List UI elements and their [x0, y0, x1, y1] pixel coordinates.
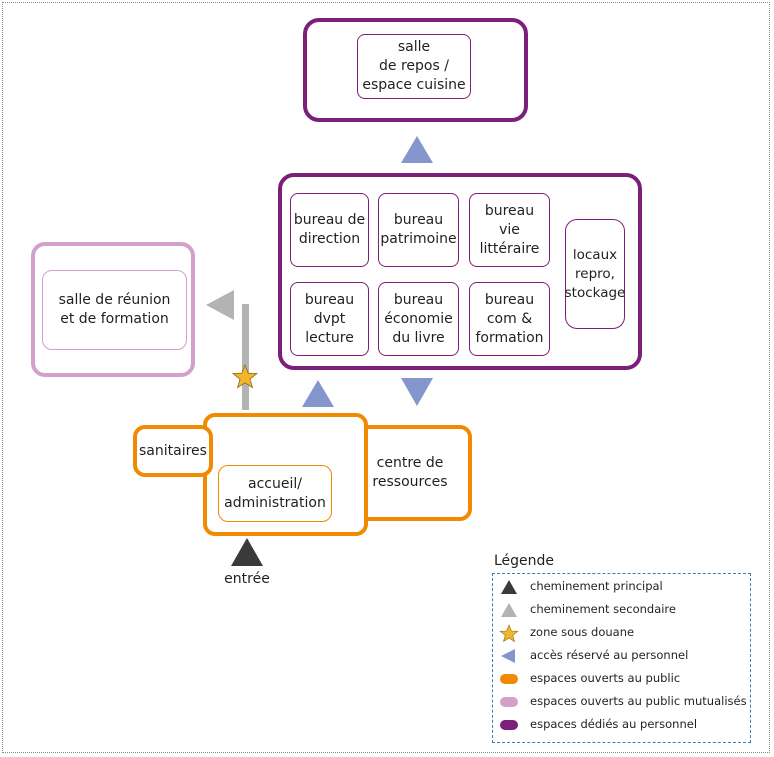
office-vie-litteraire: [469, 193, 550, 267]
office-patrimoine-label: bureau patrimoine: [380, 212, 457, 247]
star-icon: [499, 624, 519, 642]
office-dvpt-lecture: [290, 282, 369, 356]
office-direction: [290, 193, 369, 267]
orange-swatch: [500, 674, 518, 684]
meeting-room-box: [42, 270, 187, 350]
office-patrimoine: [378, 193, 459, 267]
legend-label: accès réservé au personnel: [530, 648, 689, 662]
legend-label: espaces ouverts au public mutualisés: [530, 694, 747, 708]
toilets-label: sanitaires: [139, 442, 207, 459]
entrance-label: entrée: [224, 570, 270, 587]
blue-triangle-left-icon: [501, 649, 515, 663]
pink-swatch: [500, 697, 518, 707]
office-economie: [378, 282, 459, 356]
legend-box: [492, 573, 751, 743]
staff-access-up-icon: [302, 380, 334, 407]
rest-room-box: [357, 34, 471, 99]
legend-item-main-path: cheminement principal: [498, 578, 748, 596]
office-com-label: bureau com & formation: [475, 291, 544, 346]
storage-room-label: locaux repro, stockage: [564, 246, 626, 301]
customs-star-icon: [231, 363, 259, 389]
meeting-room-label: salle de réunion et de formation: [58, 292, 171, 327]
purple-swatch: [500, 720, 518, 730]
accueil-label: accueil/ administration: [224, 475, 326, 511]
accueil-box: [218, 465, 332, 522]
grey-triangle-icon: [501, 603, 517, 617]
staff-offices-zone: [278, 173, 642, 370]
legend-label: cheminement secondaire: [530, 602, 676, 616]
rest-room-label: salle de repos / espace cuisine: [362, 39, 466, 93]
centre-ressources-label: centre de ressources: [372, 455, 448, 490]
legend-title: Légende: [494, 553, 555, 569]
reception-zone: [203, 413, 368, 536]
legend-item-public-shared: espaces ouverts au public mutualisés: [498, 693, 748, 711]
legend-item-secondary-path: cheminement secondaire: [498, 601, 748, 619]
office-direction-label: bureau de direction: [293, 212, 366, 247]
legend-item-customs: zone sous douane: [498, 624, 748, 642]
legend-item-public: espaces ouverts au public: [498, 670, 748, 688]
office-vie-litteraire-label: bureau vie littéraire: [479, 202, 540, 257]
staff-access-up-icon-top: [401, 136, 433, 163]
toilets-zone: [133, 425, 213, 477]
legend-label: cheminement principal: [530, 579, 663, 593]
secondary-path-line: [242, 304, 249, 410]
legend-label: zone sous douane: [530, 625, 635, 639]
legend-label: espaces ouverts au public: [530, 671, 681, 685]
staff-access-down-icon: [401, 378, 433, 406]
main-entrance-arrow-icon: [231, 538, 263, 566]
meeting-room-zone: [31, 242, 195, 377]
legend-item-staff-access: accès réservé au personnel: [498, 647, 748, 665]
storage-room: [565, 219, 625, 329]
office-dvpt-lecture-label: bureau dvpt lecture: [304, 291, 355, 346]
legend-label: espaces dédiés au personnel: [530, 717, 698, 731]
office-com: [469, 282, 550, 356]
rest-room-zone: [303, 18, 528, 122]
office-economie-label: bureau économie du livre: [384, 291, 453, 346]
legend-item-staff: espaces dédiés au personnel: [498, 716, 748, 734]
dark-triangle-icon: [501, 580, 517, 594]
secondary-path-arrow-left-icon: [206, 290, 234, 320]
